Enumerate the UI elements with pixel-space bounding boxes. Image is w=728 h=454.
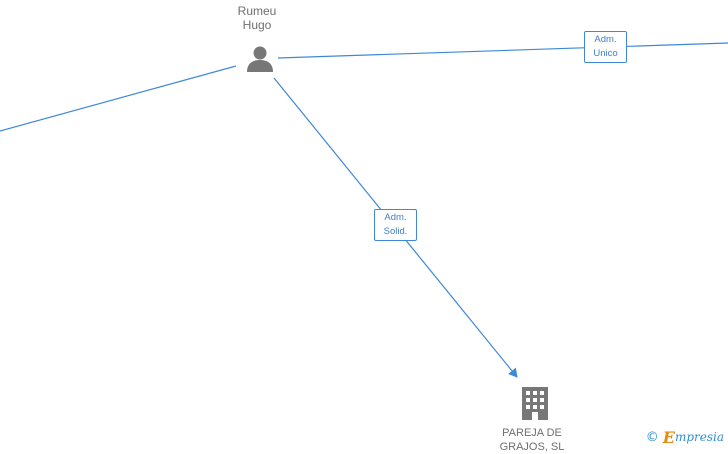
person-icon[interactable] — [245, 43, 275, 73]
empresia-logo: © E mpresia — [645, 427, 724, 447]
company-name-line1: PAREJA DE — [502, 427, 562, 439]
person-name-line2: Hugo — [242, 18, 272, 32]
edge-label-adm-solid-line2: Solid. — [383, 226, 408, 237]
edge-label-adm-solid[interactable]: Adm. Solid. — [374, 209, 417, 241]
edge-right-adm-unico — [277, 42, 728, 59]
edge-label-adm-unico-line1: Adm. — [594, 34, 617, 45]
edge-left — [0, 65, 237, 132]
edge-label-adm-unico-line2: Unico — [593, 48, 618, 59]
logo-initial: E — [662, 427, 675, 447]
person-name-line1: Rumeu — [237, 4, 277, 18]
edge-label-adm-solid-line1: Adm. — [384, 212, 407, 223]
building-icon[interactable] — [519, 385, 551, 421]
logo-wordmark: mpresia — [674, 430, 724, 444]
copyright-symbol: © — [645, 429, 659, 445]
company-name-line2: GRAJOS, SL — [499, 441, 565, 453]
person-name-label: Rumeu Hugo — [222, 4, 292, 32]
edge-label-adm-unico[interactable]: Adm. Unico — [584, 31, 627, 63]
